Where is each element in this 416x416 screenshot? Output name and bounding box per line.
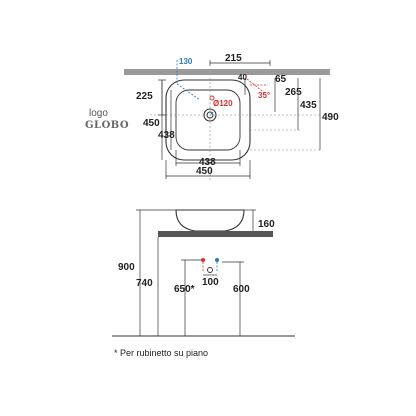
dim-265: 265 [285, 87, 302, 98]
dim-650: 650* [174, 284, 195, 295]
logo-block: logo GLOBO [85, 108, 129, 131]
faucet-angle-line [246, 78, 267, 95]
countertop-top-view [124, 69, 330, 75]
dim-740: 740 [136, 278, 153, 289]
logo-label: logo [89, 108, 108, 119]
dim-490: 490 [322, 112, 339, 123]
hot-water-connector [201, 258, 205, 262]
dim-hole: Ø120 [213, 99, 233, 108]
footnote: * Per rubinetto su piano [114, 348, 208, 358]
overflow-guide-h [176, 83, 201, 101]
dim-160: 160 [258, 219, 275, 230]
basin-bowl-side [175, 209, 245, 232]
dim-angle: 35° [258, 91, 270, 100]
cold-water-connector [215, 258, 219, 262]
dim-215: 215 [225, 53, 242, 64]
dim-65: 65 [275, 74, 287, 85]
logo-mark: GLOBO [85, 120, 129, 131]
dim-40: 40 [238, 73, 247, 82]
drain-center-marker [210, 111, 214, 115]
countertop-side-view [158, 231, 273, 237]
dim-225: 225 [136, 91, 153, 102]
dim-900: 900 [118, 262, 135, 273]
dim-w450: 450 [196, 166, 213, 177]
dim-435: 435 [300, 100, 317, 111]
drain-connector [207, 267, 213, 273]
dim-600: 600 [233, 284, 250, 295]
top-view: 130 215 40 65 35° Ø120 265 435 490 225 4… [124, 53, 339, 180]
dim-overflow: 130 [179, 57, 193, 66]
basin-outer-outline [165, 79, 251, 161]
side-view: 160 900 740 650* 100 600 [112, 209, 295, 337]
dim-100: 100 [202, 277, 219, 288]
dim-438-left: 438 [158, 130, 175, 141]
dim-w438: 438 [199, 157, 216, 168]
basin-inner-outline [175, 89, 241, 151]
dim-450-left: 450 [143, 118, 160, 129]
